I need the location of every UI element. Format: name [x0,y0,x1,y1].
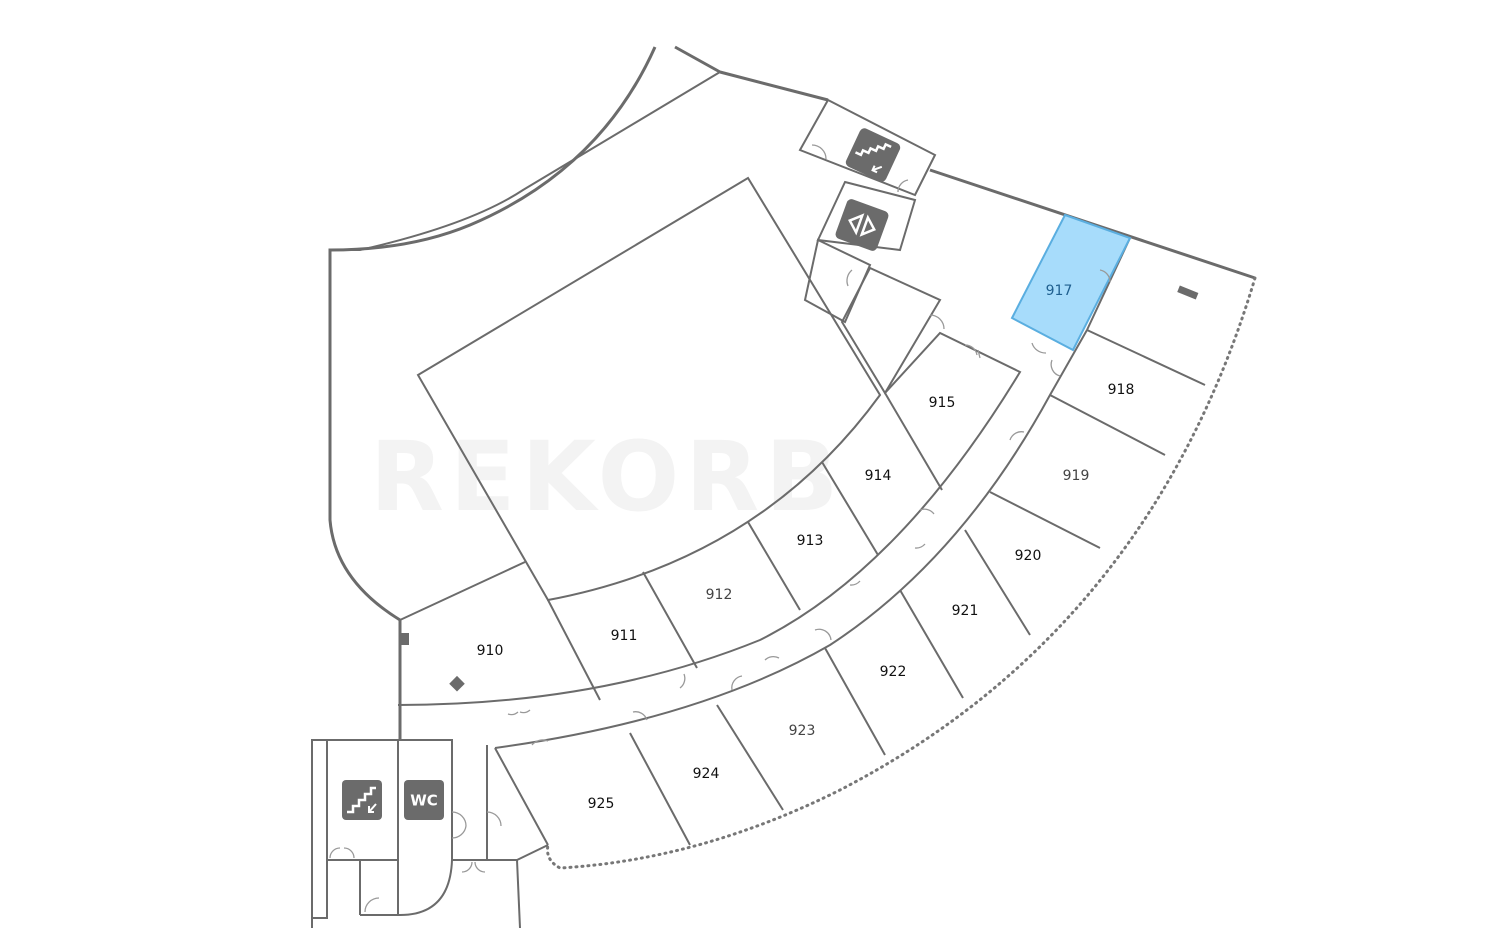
room-915-label[interactable]: 915 [929,395,956,411]
room-924-label[interactable]: 924 [693,766,720,782]
room-small-2 [840,266,942,395]
doors [329,144,1111,913]
wall-marker [1177,285,1199,300]
room-918-label[interactable]: 918 [1108,382,1135,398]
stairs-icon [845,128,901,182]
inner-hall [416,176,882,602]
inner-ring [397,331,1022,706]
room-919-label[interactable]: 919 [1063,468,1090,484]
room-921-label[interactable]: 921 [952,603,979,619]
elevator-icon [835,199,889,251]
outer-corridor-wall [494,329,1088,749]
room-910-label[interactable]: 910 [477,643,504,659]
room-913-label[interactable]: 913 [797,533,824,549]
room-925-label[interactable]: 925 [588,796,615,812]
room-911-label[interactable]: 911 [611,628,638,644]
room-917-highlight[interactable] [1010,213,1132,352]
room-920-label[interactable]: 920 [1015,548,1042,564]
outer-wall [328,46,657,740]
stairs-icon [342,780,382,820]
stair-wc-block [311,739,549,929]
column-marker [400,633,409,645]
svg-text:WC: WC [410,792,438,810]
top-wall [674,45,1256,280]
point-marker [449,675,465,692]
room-914-label[interactable]: 914 [865,468,892,484]
stair-room [798,98,937,197]
room-dividers-inner [642,392,943,669]
elevator-room [816,180,917,252]
room-small-1 [803,238,872,324]
watermark: REKORB [370,421,844,533]
room-dividers-outer [494,329,1206,846]
room-917-label[interactable]: 917 [1046,283,1073,299]
room-923-label[interactable]: 923 [789,723,816,739]
inner-wall [330,71,721,251]
wc-icon: WC [404,780,444,820]
room-922-label[interactable]: 922 [880,664,907,680]
room-912-label[interactable]: 912 [706,587,733,603]
outer-dotted-edge [546,276,1257,870]
